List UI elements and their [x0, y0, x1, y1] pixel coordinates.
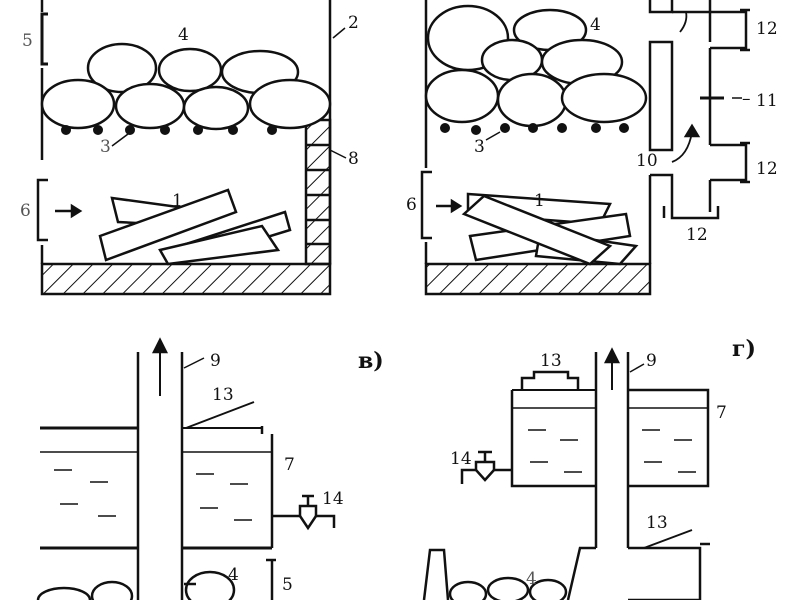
panel-b-door-bottom [670, 206, 720, 220]
panel-b [420, 0, 750, 296]
panel-a-leader-8 [329, 149, 347, 159]
panel-g-label-lid-top: 13 [540, 351, 562, 371]
panel-a-stone [157, 47, 223, 93]
panel-b-label-flue: 10 [636, 151, 658, 171]
panel-a-label-grate: 3 [100, 137, 111, 157]
panel-v-label-tank: 7 [284, 455, 295, 475]
panel-v-lid [185, 401, 255, 429]
panel-g-labels: г) 13 9 7 14 13 4 [450, 336, 756, 589]
panel-a-lining [304, 118, 332, 266]
panel-a-bracket-6 [36, 178, 48, 242]
panel-v-stone [90, 580, 134, 600]
panel-b-door-mid [710, 143, 748, 182]
panel-g-label-chimney: 9 [646, 351, 657, 371]
panel-a-air-arrowhead [70, 203, 83, 219]
panel-g-water [528, 429, 696, 473]
panel-g-tank-right [628, 388, 710, 488]
panel-b-label-door-mid: 12 [756, 159, 778, 179]
panel-b-stone [496, 72, 568, 128]
panel-a-stone [114, 82, 186, 130]
panel-a [36, 0, 347, 296]
panel-a-grate [61, 125, 277, 135]
panel-v [36, 337, 336, 600]
panel-b-label-air: 6 [406, 195, 417, 215]
panel-b-label-stones: 4 [590, 15, 601, 35]
panel-a-stone [248, 78, 332, 130]
panel-v-label-stones: 4 [228, 565, 239, 585]
panel-a-stone [40, 78, 116, 130]
panel-g-stone [448, 580, 488, 600]
panel-g-label-stones: 4 [526, 569, 537, 589]
panel-b-label-damper-num: 11 [756, 91, 778, 111]
panel-g-label-tank: 7 [716, 403, 727, 423]
panel-b-label-grate: 3 [474, 137, 485, 157]
panel-v-label-chimney: 9 [210, 351, 221, 371]
panel-v-water [54, 469, 252, 521]
panel-g-label-lid-lower: 13 [646, 513, 668, 533]
panel-g-lid-lower [643, 529, 693, 549]
panel-v-labels: в) 9 13 7 14 4 5 [210, 348, 384, 595]
panel-b-flue [648, 40, 674, 152]
panel-g-lid-top [520, 370, 580, 390]
panel-b-fuel [461, 192, 639, 266]
panel-g-heater-left [566, 546, 596, 600]
panel-a-label-stone-layer: 5 [22, 31, 33, 51]
panel-a-stone [182, 85, 250, 131]
panel-b-floor [424, 262, 652, 296]
panel-a-label-wall: 2 [348, 13, 359, 33]
panel-b-duct [672, 10, 712, 42]
panel-g-smoke-arrow [603, 347, 621, 364]
panel-a-leader-3 [111, 133, 129, 147]
panel-v-label-stone-layer: 5 [282, 575, 293, 595]
panel-v-letter: в) [358, 348, 384, 374]
panel-b-label-damper: – [742, 89, 751, 109]
panel-b-labels: 4 12 – 11 3 10 12 6 1 12 [406, 15, 778, 245]
panel-g-letter: г) [732, 336, 756, 362]
panel-a-fuel [98, 188, 292, 266]
panel-b-grate [440, 123, 629, 135]
panel-a-label-air: 6 [20, 201, 31, 221]
panel-g-tank-left [510, 390, 596, 488]
panel-a-label-lining: 8 [348, 149, 359, 169]
panel-b-label-fuel: 1 [534, 191, 545, 211]
panel-a-labels: 4 2 5 3 8 6 1 [20, 13, 359, 221]
panel-a-label-stones: 4 [178, 25, 189, 45]
panel-b-stone [560, 72, 648, 124]
panel-b-stone [424, 68, 500, 124]
panel-v-label-lid: 13 [212, 385, 234, 405]
panel-a-floor [40, 262, 332, 296]
panel-v-label-tap: 14 [322, 489, 344, 509]
panel-b-bracket-6 [420, 170, 432, 240]
panel-b-door-top [710, 10, 748, 50]
panel-a-leader-2 [332, 27, 346, 39]
panel-a-bracket-5 [40, 12, 48, 66]
panel-v-stone [36, 586, 92, 600]
panel-g-stone [486, 576, 530, 600]
panel-g-stone [528, 578, 568, 600]
panel-b-label-door-top: 12 [756, 19, 778, 39]
panel-v-stone [184, 570, 236, 600]
panel-b-label-door-bottom: 12 [686, 225, 708, 245]
panel-a-label-fuel: 1 [172, 191, 183, 211]
panel-g [422, 347, 710, 600]
panel-g-label-tap: 14 [450, 449, 472, 469]
